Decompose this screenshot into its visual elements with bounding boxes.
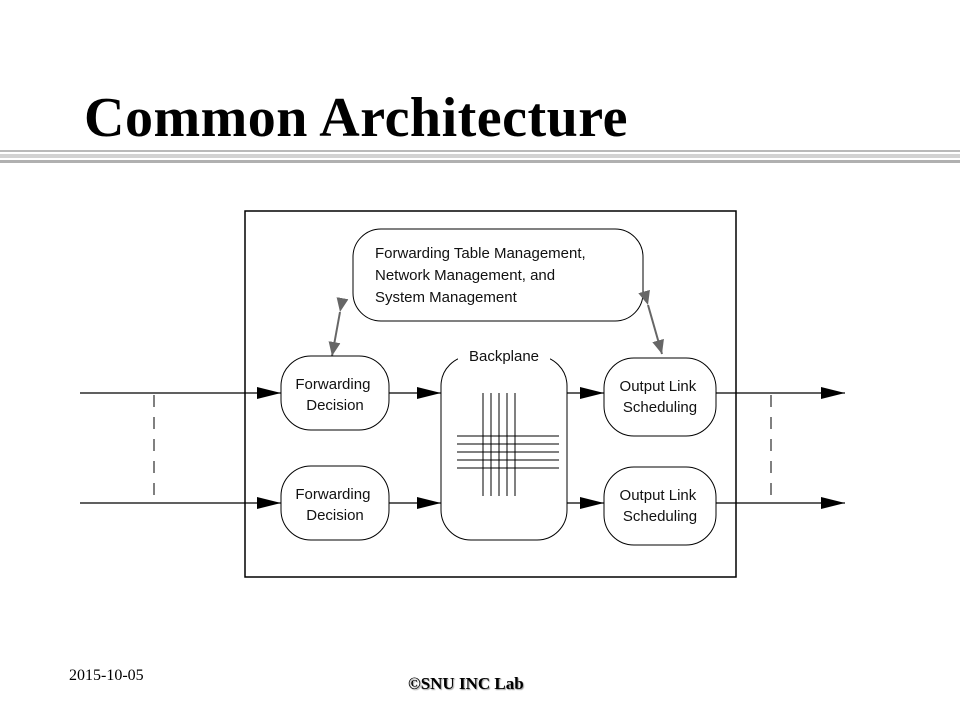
backplane-label-bg (458, 346, 550, 366)
title-rule (0, 150, 960, 152)
management-line-2: Network Management, and (375, 267, 555, 284)
crossbar-grid (457, 393, 559, 496)
slide-title: Common Architecture (84, 87, 628, 149)
footer-lab-credit: ©SNU INC Lab (408, 674, 524, 693)
management-box (352, 228, 644, 322)
backplane-box (440, 355, 568, 541)
footer-date: 2015-10-05 (69, 667, 144, 684)
mgmt-link-left (328, 297, 349, 357)
output-link-scheduling-label-top: Output Link Scheduling (620, 378, 701, 416)
backplane-label: Backplane (469, 348, 539, 365)
management-line-1: Forwarding Table Management, (375, 245, 586, 262)
management-text: Forwarding Table Management, Network Man… (375, 245, 590, 306)
mgmt-link-right (638, 289, 664, 355)
forwarding-decision-box-top (280, 355, 390, 431)
output-link-scheduling-label-bottom: Output Link Scheduling (620, 487, 701, 525)
router-frame (244, 210, 737, 578)
title-rule (0, 154, 960, 158)
output-link-scheduling-box-top (603, 357, 717, 437)
output-link-scheduling-box-bottom (603, 466, 717, 546)
forwarding-decision-box-bottom (280, 465, 390, 541)
forwarding-decision-label-top: Forwarding Decision (295, 376, 374, 414)
title-rule (0, 160, 960, 163)
forwarding-decision-label-bottom: Forwarding Decision (295, 486, 374, 524)
management-line-3: System Management (375, 289, 518, 306)
